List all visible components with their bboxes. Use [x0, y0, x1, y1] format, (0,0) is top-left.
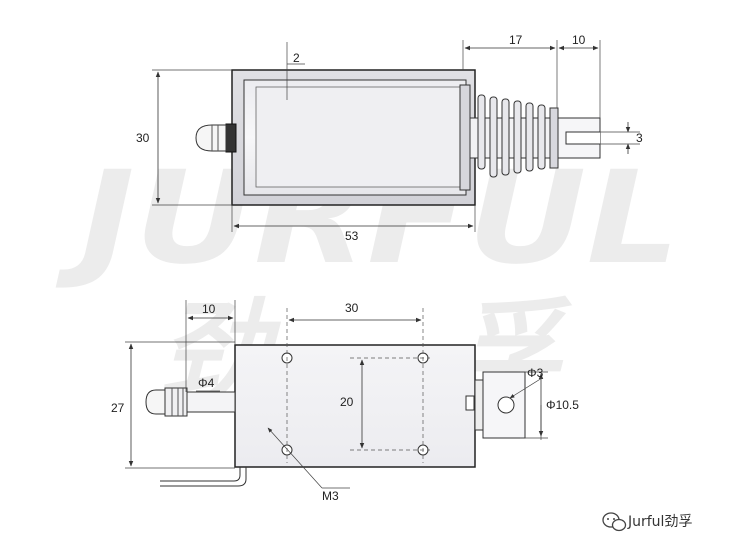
bottom-body — [234, 344, 476, 468]
bottom-dim-rear-shaft: Φ4 — [198, 376, 215, 390]
bottom-dim-height: 27 — [111, 401, 125, 415]
bottom-dim-plunger: Φ10.5 — [546, 398, 579, 412]
bottom-lead-wire-2 — [160, 467, 247, 487]
bottom-dim-pin-hole: Φ3 — [527, 366, 544, 380]
bottom-dim-hole-spacing-x: 30 — [345, 301, 359, 315]
bottom-view — [125, 300, 548, 489]
top-plunger-slot — [565, 131, 600, 145]
top-stop-collar — [549, 107, 559, 169]
top-dim-length: 53 — [345, 229, 359, 243]
top-spring — [477, 94, 546, 178]
bottom-rear-shaft — [184, 391, 236, 413]
bottom-plunger-neck — [474, 379, 484, 431]
bottom-plunger-key — [465, 395, 475, 411]
top-dim-height: 30 — [136, 131, 150, 145]
top-end-plate — [459, 84, 471, 191]
bottom-pin-hole — [497, 396, 515, 414]
bottom-rear-collar — [164, 387, 188, 417]
top-dim-wall: 2 — [293, 51, 300, 65]
brand-label: Jurful劲孚 — [627, 514, 692, 530]
top-dim-plunger-tip: 10 — [572, 33, 586, 47]
bottom-dim-hole-spacing-y: 20 — [340, 395, 354, 409]
top-rear-knob — [195, 124, 227, 152]
bottom-dim-rear-offset: 10 — [202, 302, 216, 316]
bottom-rear-knob — [145, 389, 166, 415]
wechat-icon — [602, 512, 627, 532]
top-view — [152, 40, 640, 232]
top-inner-core — [255, 86, 461, 188]
bottom-lead-wire-1 — [160, 467, 241, 482]
top-rear-collar — [225, 123, 237, 153]
top-dim-slot: 3 — [636, 131, 643, 145]
top-dim-plunger-ext: 17 — [509, 33, 523, 47]
bottom-dim-mount-thread: M3 — [322, 489, 339, 503]
